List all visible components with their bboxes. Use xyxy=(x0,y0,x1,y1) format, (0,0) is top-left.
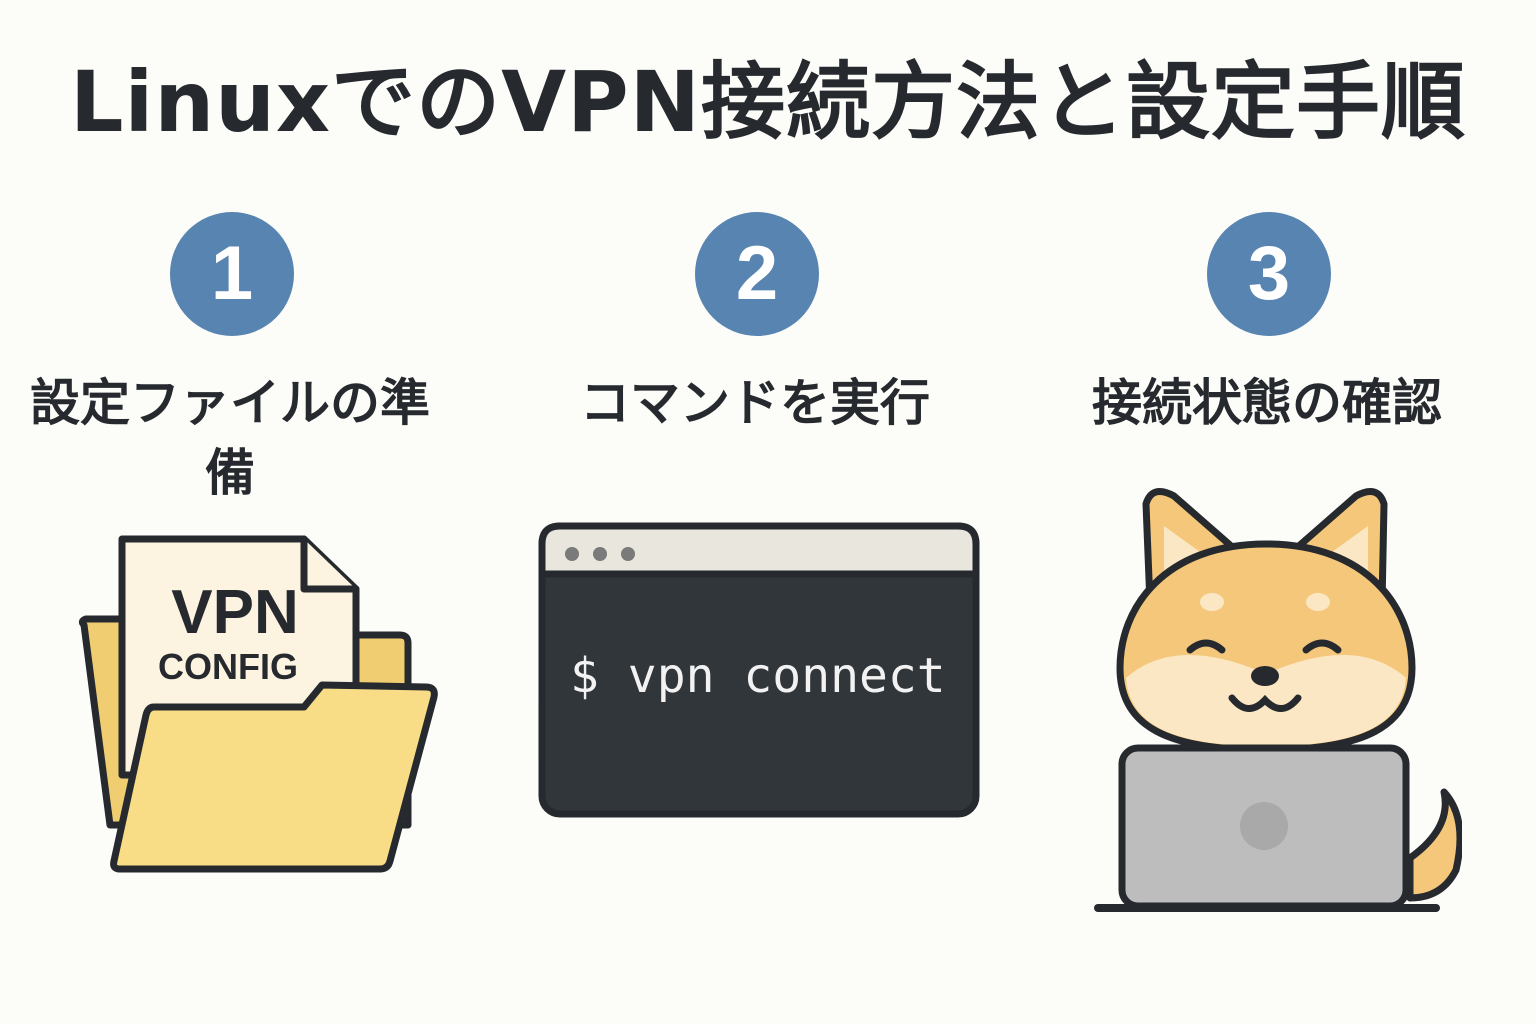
terminal-command: $ vpn connect xyxy=(570,648,946,704)
step-1: 1 設定ファイルの準備 xyxy=(0,212,470,512)
config-folder-icon: VPN CONFIG xyxy=(78,535,438,873)
dog-eyebrow xyxy=(1200,593,1224,611)
window-dot-icon xyxy=(621,547,635,561)
dog-eyebrow xyxy=(1306,593,1330,611)
folder-front xyxy=(110,681,438,873)
page-title: LinuxでのVPN接続方法と設定手順 xyxy=(70,53,1466,151)
terminal-window: $ vpn connect xyxy=(538,522,980,818)
config-line2: CONFIG xyxy=(158,646,298,687)
dog-tail xyxy=(1406,788,1462,902)
step-number-badge: 3 xyxy=(1207,212,1331,336)
step-2: 2 コマンドを実行 xyxy=(515,212,995,512)
shiba-dog-laptop-icon xyxy=(1094,488,1462,912)
laptop-logo-icon xyxy=(1240,802,1288,850)
step-3: 3 接続状態の確認 xyxy=(1027,212,1507,512)
step-number-badge: 2 xyxy=(695,212,819,336)
dog-nose xyxy=(1251,666,1279,686)
dog-eye-icon xyxy=(1302,639,1342,654)
config-line1: VPN xyxy=(171,578,298,647)
window-dot-icon xyxy=(565,547,579,561)
dog-mouth xyxy=(1228,694,1302,712)
step-number-badge: 1 xyxy=(170,212,294,336)
dog-eye-icon xyxy=(1186,639,1226,654)
window-dot-icon xyxy=(593,547,607,561)
step-label: 接続状態の確認 xyxy=(1092,374,1442,432)
step-label: 設定ファイルの準備 xyxy=(30,374,430,502)
step-label: コマンドを実行 xyxy=(580,374,930,432)
terminal-title-bar xyxy=(538,522,980,578)
document-fold xyxy=(300,535,360,593)
